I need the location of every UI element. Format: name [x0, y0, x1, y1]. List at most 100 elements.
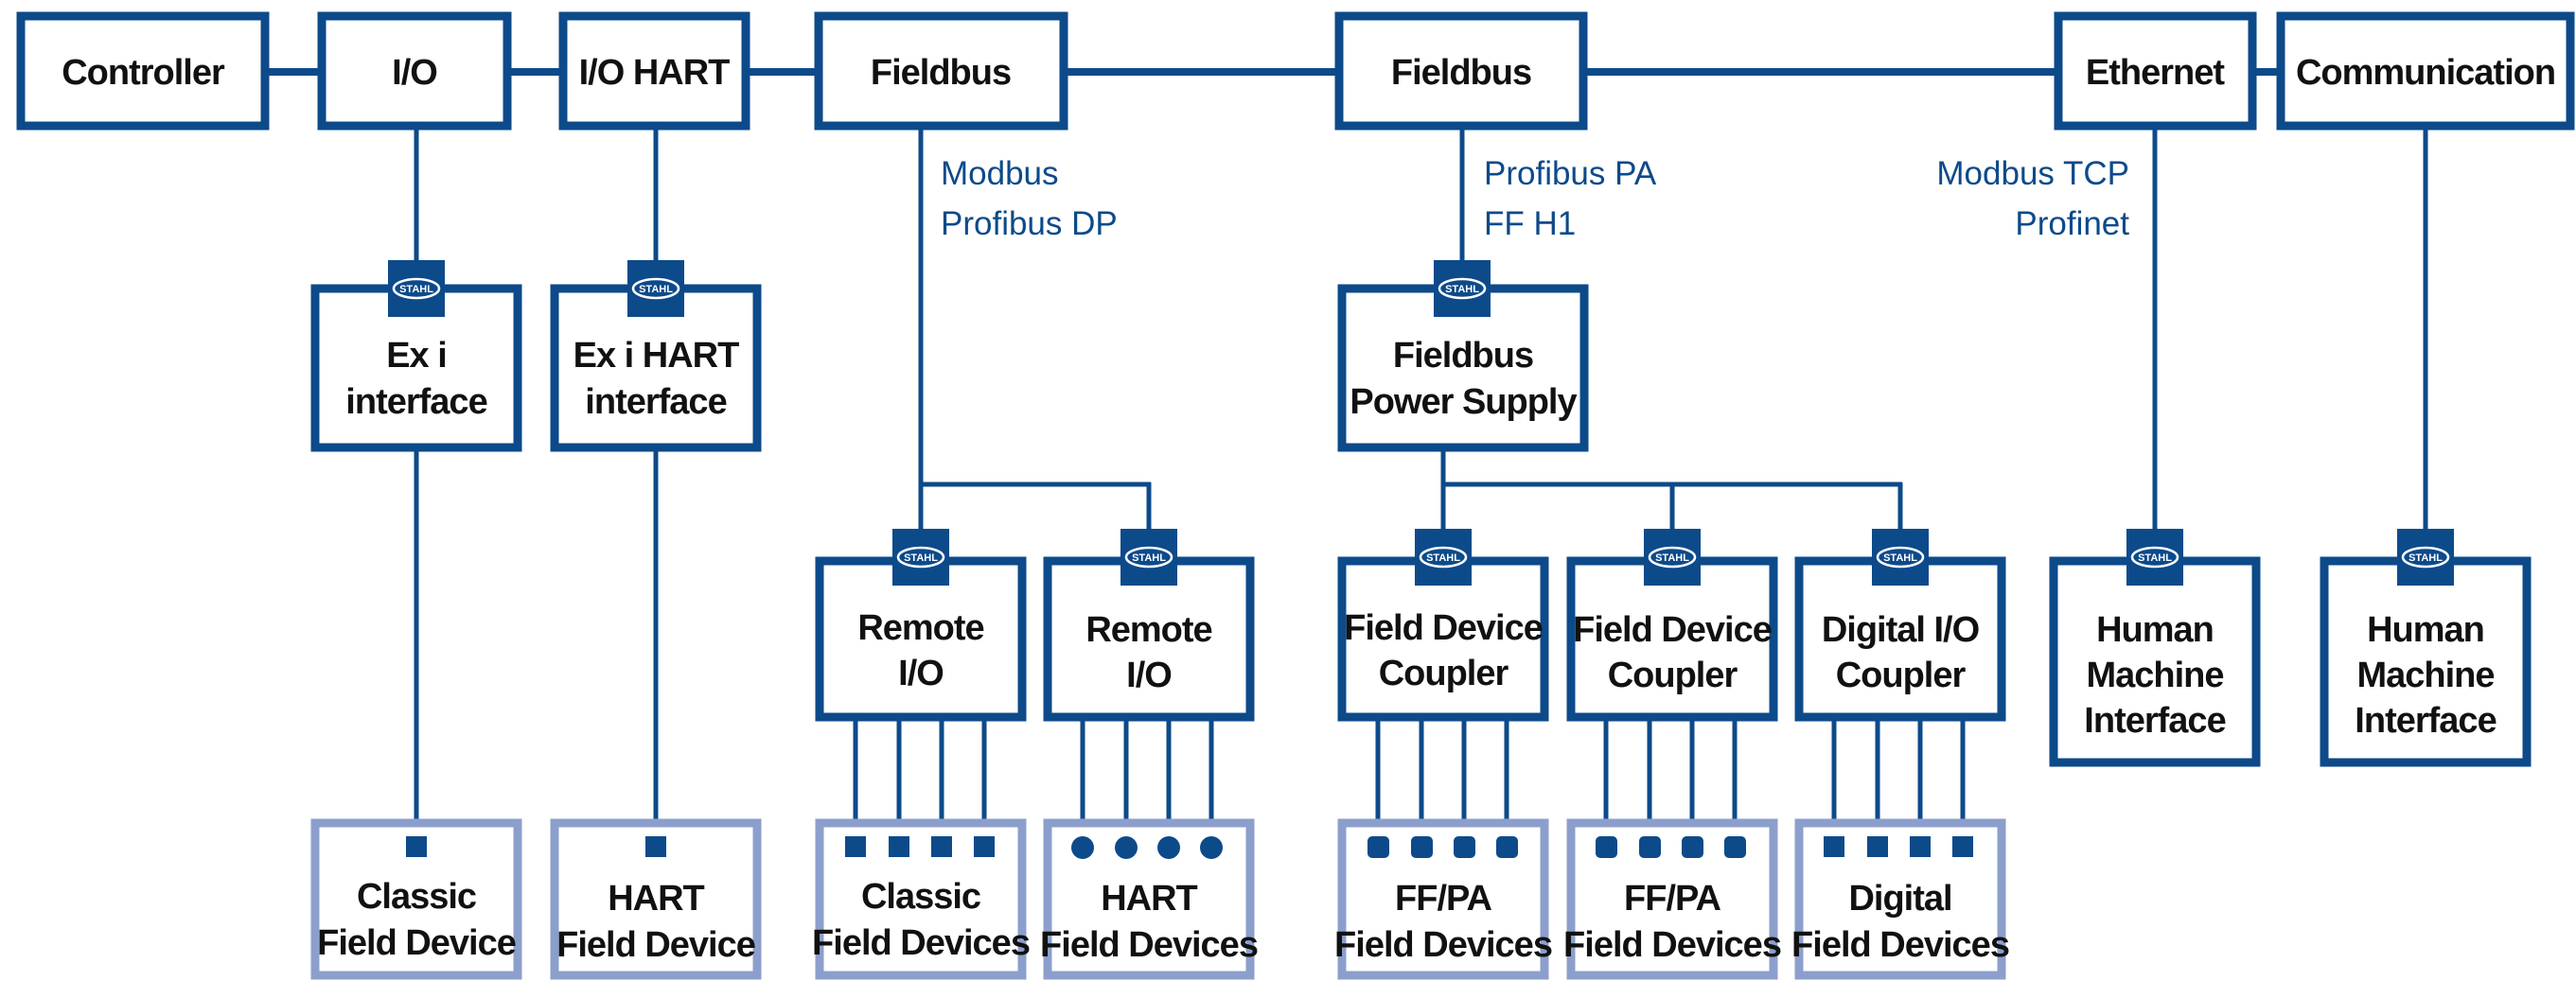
badge-background [1872, 529, 1929, 586]
fieldbus-power-supply-label-line2: Power Supply [1350, 382, 1577, 422]
stahl-logo: STAHL [892, 529, 949, 586]
badge-text: STAHL [904, 552, 938, 564]
badge-text: STAHL [399, 284, 433, 295]
badge-oval [631, 277, 680, 300]
io-box [317, 11, 512, 131]
ethernet-label: Ethernet [2086, 53, 2225, 93]
hmi-1-box [2049, 556, 2261, 767]
badge-oval [392, 277, 441, 300]
top-row: Controller I/O I/O HART Fieldbus Fieldbu… [16, 11, 2575, 131]
square-terminal [889, 836, 909, 857]
badge-text: STAHL [1445, 284, 1479, 295]
square-terminal [406, 836, 427, 857]
digital-field-devices-label-line1: Digital [1848, 879, 1951, 919]
ex-i-interface-label-line1: Ex i [386, 336, 447, 376]
field-device-coupler-1-label-line1: Field Device [1344, 608, 1543, 648]
fieldbus-power-supply-label-line1: Fieldbus [1393, 336, 1533, 376]
square-terminal [1867, 836, 1888, 857]
terminals [406, 836, 1973, 859]
ffpa-field-devices-1-label-line2: Field Devices [1334, 925, 1552, 965]
badge-oval [2130, 546, 2179, 569]
badge-background [1644, 529, 1701, 586]
hart-field-devices-label-line2: Field Devices [1040, 925, 1258, 965]
rounded-terminal [1496, 836, 1518, 858]
ffpa-field-devices-1-label-line1: FF/PA [1395, 879, 1492, 919]
remote-io-2-label-line1: Remote [1085, 610, 1211, 650]
badge-text: STAHL [1132, 552, 1166, 564]
rounded-terminal [1367, 836, 1389, 858]
remote-io-1-label-line1: Remote [857, 608, 983, 648]
classic-field-devices-label-line1: Classic [861, 877, 981, 917]
field-device-coupler-1-box [1337, 556, 1549, 722]
badge-background [1120, 529, 1177, 586]
module-row: Remote I/O Remote I/O Field Device Coupl… [815, 556, 2532, 767]
digital-io-coupler-label-line2: Coupler [1836, 656, 1967, 695]
ex-i-interface-label-line2: interface [345, 382, 486, 422]
square-terminal [845, 836, 866, 857]
communication-label: Communication [2296, 53, 2555, 93]
badge-oval [1124, 546, 1173, 569]
stahl-logo: STAHL [2126, 529, 2183, 586]
classic-field-devices-label-line2: Field Devices [812, 923, 1030, 963]
classic-field-device-label-line1: Classic [357, 877, 477, 917]
badge-oval [1648, 546, 1697, 569]
stahl-logo: STAHL [388, 260, 445, 317]
hmi-1-label-line3: Interface [2084, 701, 2225, 741]
field-device-coupler-2-label-line2: Coupler [1608, 656, 1738, 695]
stahl-logo: STAHL [2397, 529, 2454, 586]
rounded-terminal [1639, 836, 1661, 858]
protocol-ff-h1: FF H1 [1484, 205, 1576, 242]
badge-background [627, 260, 684, 317]
stahl-badges: STAHL STAHL STAHL STAHL STAHL STAHL [388, 260, 2454, 586]
io-label: I/O [392, 53, 437, 93]
square-terminal [645, 836, 666, 857]
badge-text: STAHL [1883, 552, 1917, 564]
stahl-logo: STAHL [1120, 529, 1177, 586]
circle-terminal [1157, 836, 1180, 859]
ethernet-box [2054, 11, 2257, 131]
digital-field-devices-label-line2: Field Devices [1791, 925, 2009, 965]
io-hart-label: I/O HART [579, 53, 731, 93]
badge-text: STAHL [2408, 552, 2443, 564]
circle-terminal [1115, 836, 1138, 859]
square-terminal [1824, 836, 1844, 857]
protocol-profibus-pa: Profibus PA [1484, 155, 1657, 192]
badge-background [2397, 529, 2454, 586]
hmi-2-label-line3: Interface [2355, 701, 2496, 741]
fieldbus-1-box [814, 11, 1068, 131]
fieldbus-2-label: Fieldbus [1391, 53, 1531, 93]
rounded-terminal [1724, 836, 1746, 858]
circle-terminal [1200, 836, 1223, 859]
square-terminal [1952, 836, 1973, 857]
hmi-2-label-line2: Machine [2356, 656, 2494, 695]
stahl-logo: STAHL [1644, 529, 1701, 586]
badge-background [1415, 529, 1472, 586]
stahl-logo: STAHL [1415, 529, 1472, 586]
ex-i-hart-interface-label-line2: interface [585, 382, 726, 422]
square-terminal [974, 836, 995, 857]
field-device-coupler-1-label-line2: Coupler [1379, 654, 1509, 693]
digital-io-coupler-box [1794, 556, 2006, 722]
badge-oval [2401, 546, 2450, 569]
hmi-1-label-line1: Human [2096, 610, 2214, 650]
fieldbus-2-box [1334, 11, 1588, 131]
circle-terminal [1071, 836, 1094, 859]
remote-io-2-label-line2: I/O [1126, 656, 1172, 695]
badge-background [1434, 260, 1491, 317]
badge-text: STAHL [1426, 552, 1460, 564]
protocol-modbus: Modbus [941, 155, 1059, 192]
stahl-logo: STAHL [1434, 260, 1491, 317]
protocol-profinet: Profinet [2015, 205, 2129, 242]
square-terminal [931, 836, 952, 857]
io-hart-box [558, 11, 750, 131]
badge-oval [1419, 546, 1468, 569]
ffpa-field-devices-2-label-line2: Field Devices [1563, 925, 1781, 965]
fieldbus-1-label: Fieldbus [871, 53, 1011, 93]
remote-io-1-label-line2: I/O [898, 654, 944, 693]
stahl-logo: STAHL [627, 260, 684, 317]
stahl-logo: STAHL [1872, 529, 1929, 586]
rounded-terminal [1596, 836, 1617, 858]
controller-label: Controller [62, 53, 225, 93]
classic-field-device-label-line2: Field Device [317, 923, 516, 963]
